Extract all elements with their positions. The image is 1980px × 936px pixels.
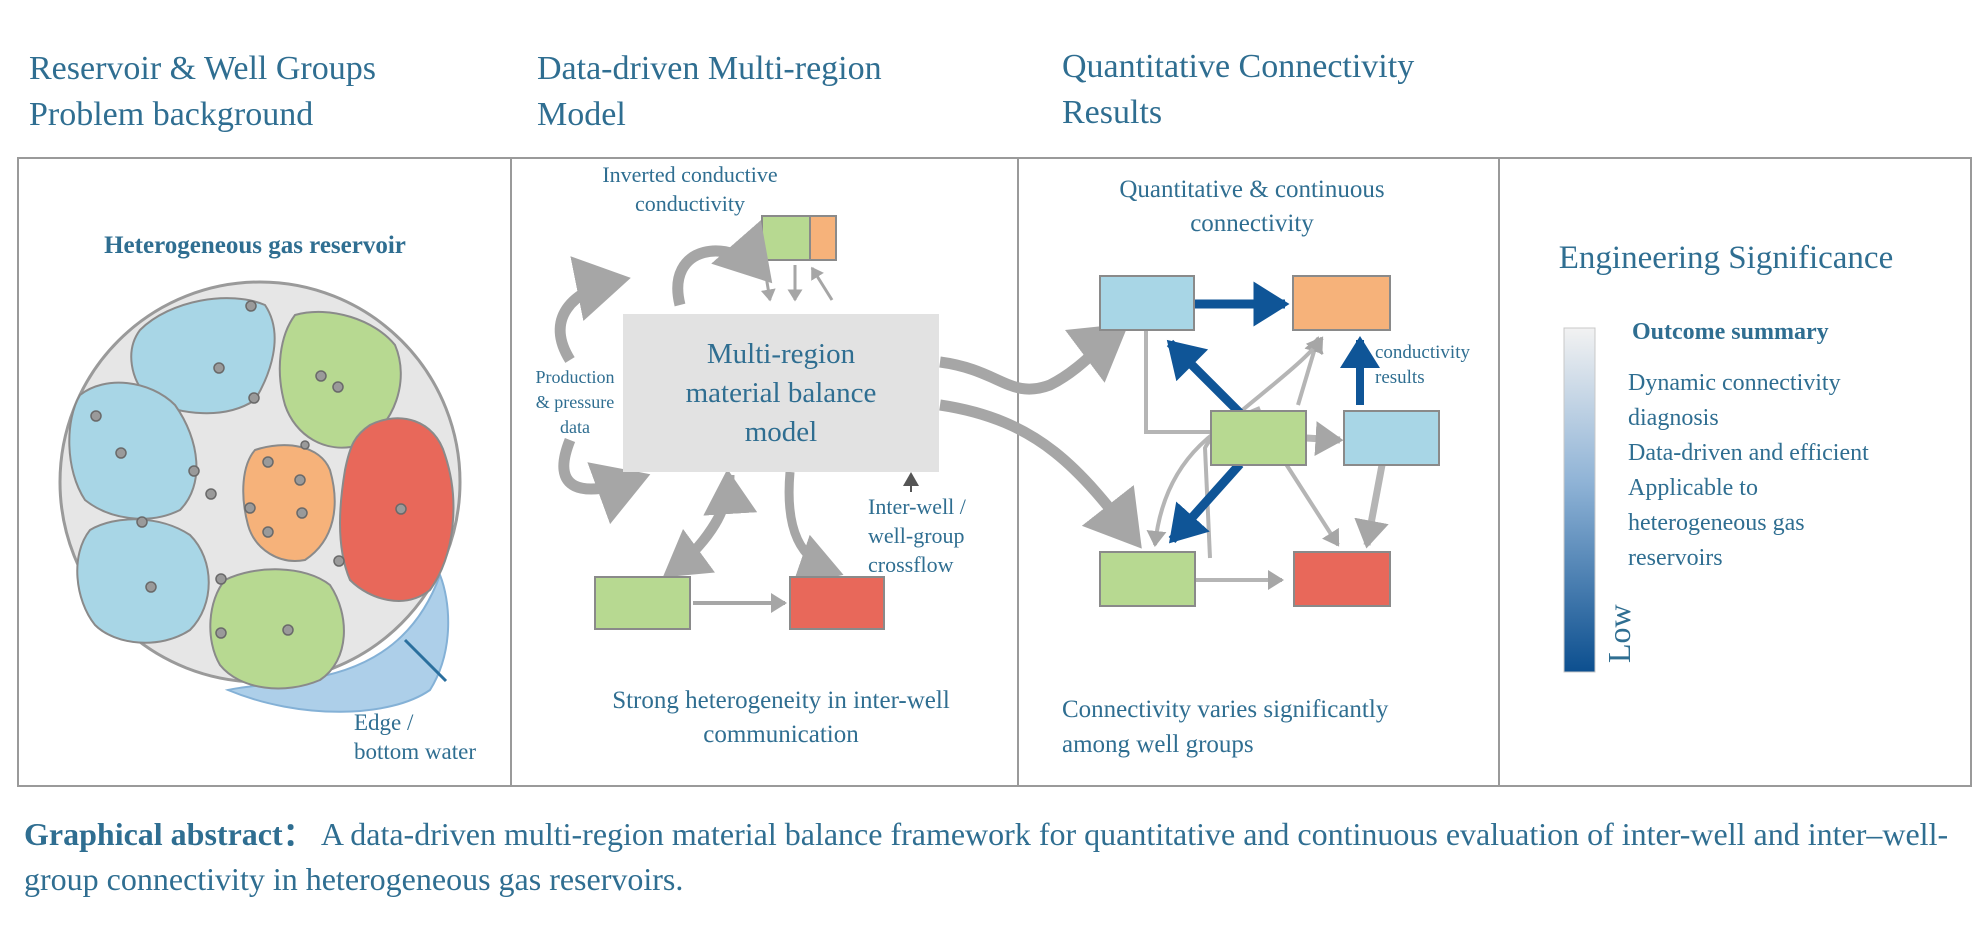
panel-divider [1017,157,1019,787]
results-top-caption-line: Quantitative & continuous [1119,176,1384,203]
water-label-line: bottom water [354,739,476,764]
panel-frame [17,157,1972,787]
results-bottom-caption-line: among well groups [1062,731,1254,758]
inverted-label-line: Inverted conductive [602,162,777,187]
panel-divider [1498,157,1500,787]
summary-line: Applicable to [1628,475,1758,501]
header-line: Results [1062,94,1163,131]
water-pointer [403,638,448,683]
abstract-text: A data-driven multi-region material bala… [24,816,1949,897]
header-reservoir: Reservoir & Well Groups Problem backgrou… [29,46,376,138]
blue-node [1343,410,1440,466]
summary-line: Data-driven and efficient [1628,440,1869,466]
orange-node [1292,275,1391,331]
water-label-line: Edge / [354,710,414,735]
green-node [594,576,691,630]
model-flow-arrows [554,220,1142,613]
model-box [623,314,939,472]
red-node [789,576,885,630]
header-line: Model [537,96,626,133]
crossflow-label-line: well-group [868,523,965,548]
panel-divider [510,157,512,787]
model-label-line: model [745,416,818,448]
green-node [1210,410,1307,466]
conductivity-block [761,215,837,261]
model-label-line: Multi-region [707,338,856,370]
results-bottom-caption-line: Connectivity varies significantly [1062,696,1389,723]
green-region [209,568,345,690]
summary-line: heterogeneous gas [1628,510,1805,536]
results-top-caption-line: connectivity [1190,210,1314,237]
header-model: Data-driven Multi-region Model [537,46,882,138]
reservoir-map [58,280,462,713]
blue-node [1099,275,1195,331]
crossflow-label-line: crossflow [868,552,954,577]
summary-line: Dynamic connectivity [1628,370,1841,396]
summary-line: diagnosis [1628,405,1719,431]
header-line: Reservoir & Well Groups [29,50,376,87]
summary-line: reservoirs [1628,545,1723,571]
blue-region [76,518,210,644]
header-results: Quantitative Connectivity Results [1062,44,1414,136]
red-node [1293,551,1391,607]
production-label-line: Production [536,367,615,387]
connectivity-scale-bar [1563,327,1596,673]
green-node [1099,551,1196,607]
results-label-line: conductivity [1375,342,1470,363]
model-caption-line: Strong heterogeneity in inter-well [612,687,950,714]
production-label-line: & pressure [536,392,614,412]
inverted-label-line: conductivity [635,191,745,216]
abstract-label: Graphical abstract： [24,816,315,852]
header-line: Quantitative Connectivity [1062,48,1415,85]
scale-low-label: Low [1601,604,1637,663]
reservoir-title: Heterogeneous gas reservoir [104,232,406,259]
header-line: Problem background [29,96,314,133]
model-caption-line: communication [703,721,859,748]
header-line: Data-driven Multi-region [537,50,882,87]
model-label-line: material balance [686,377,877,409]
summary-title: Outcome summary [1632,319,1829,345]
crossflow-label-line: Inter-well / [868,494,967,519]
well-markers [90,300,407,639]
production-label-line: data [560,417,590,437]
graphical-abstract: Graphical abstract： A data-driven multi-… [24,812,1954,902]
results-label-line: results [1375,367,1425,388]
significance-title: Engineering Significance [1559,240,1893,276]
orange-region [242,444,336,562]
